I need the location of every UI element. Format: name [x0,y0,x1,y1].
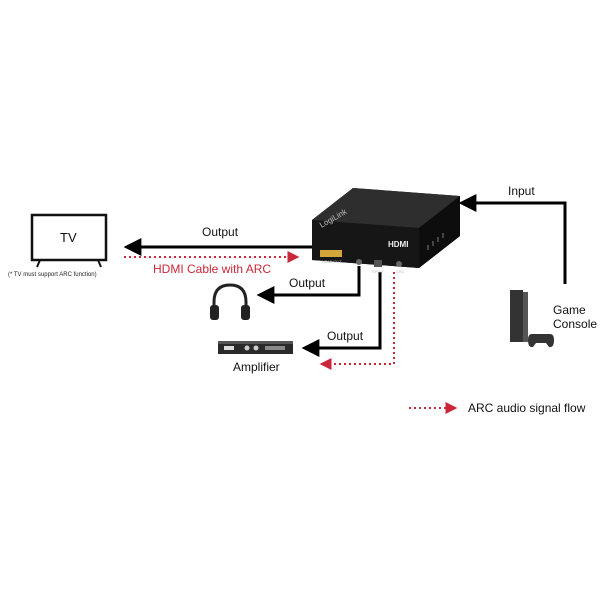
output-tv-label: Output [202,225,239,239]
headphones-icon [210,283,250,320]
amplifier-icon [218,341,293,354]
audio-jack-port [356,259,362,265]
output-to-amplifier-arrow [301,272,382,357]
game-console-label-line2: Console [553,317,598,331]
tv-icon [30,213,108,268]
device-port-arc-label: ARC [396,269,405,274]
spdif-port [374,260,382,267]
hdmi-cable-label: HDMI Cable with ARC [153,262,272,276]
input-from-console-arrow [458,194,567,284]
arc-to-amplifier-flow-arrow [319,272,395,370]
amplifier-label: Amplifier [233,360,280,374]
input-label: Input [508,184,535,198]
output-headphones-label: Output [289,276,326,290]
legend-arc-flow-label: ARC audio signal flow [468,401,586,415]
arc-port [396,261,402,267]
device-port-spdif-label: SPDIF [372,269,384,274]
game-console-label-line1: Game [553,303,586,317]
hdmi-out-port [320,250,342,257]
tv-label: TV [60,230,77,245]
output-to-headphones-arrow [256,266,361,304]
game-console-icon [510,290,554,348]
arc-extractor-device [312,188,460,268]
tv-arc-note: (* TV must support ARC function) [8,272,97,278]
output-amplifier-label: Output [327,329,364,343]
device-port-hdmi-out-label: HDMI OUT [322,259,342,264]
device-hdmi-logo: HDMI [388,240,409,249]
